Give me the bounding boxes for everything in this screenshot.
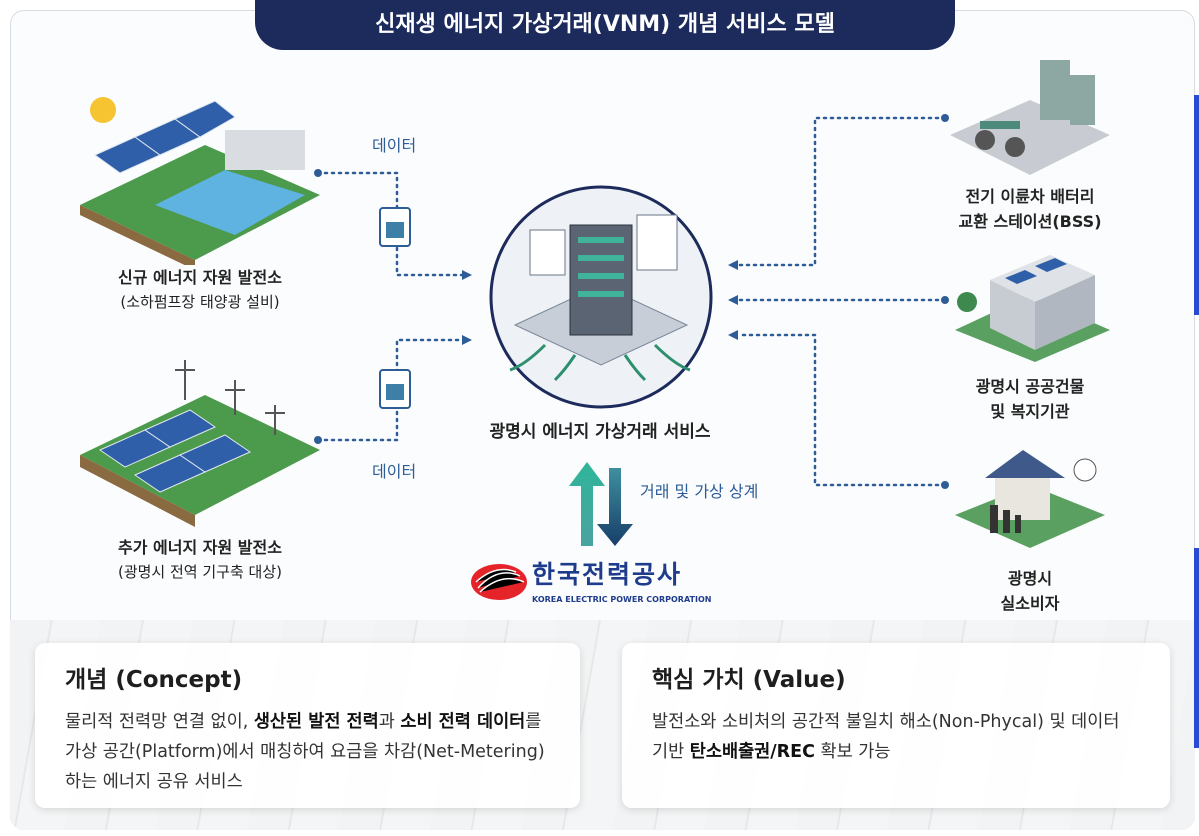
kepco-logo-english: KOREA ELECTRIC POWER CORPORATION <box>532 595 712 604</box>
solar-farm-illustration <box>80 360 320 527</box>
source2-label: 추가 에너지 자원 발전소(광명시 전역 기구축 대상) <box>117 538 282 581</box>
kepco-logo: 한국전력공사 KOREA ELECTRIC POWER CORPORATION <box>470 560 730 610</box>
house-illustration <box>955 450 1105 548</box>
public-building-illustration <box>955 255 1110 362</box>
platform-server-illustration <box>489 185 713 409</box>
concept-text: 물리적 전력망 연결 없이, 생산된 발전 전력과 소비 전력 데이터를 가상 … <box>65 712 545 792</box>
service-label: 광명시 에너지 가상거래 서비스 <box>489 422 711 442</box>
value-title: 핵심 가치 (Value) <box>652 667 846 693</box>
value-card: 핵심 가치 (Value) 발전소와 소비처의 공간적 불일치 해소(Non-P… <box>622 643 1170 808</box>
source1-label: 신규 에너지 자원 발전소(소하펌프장 태양광 설비) <box>118 268 282 311</box>
bss-station-illustration <box>950 60 1110 175</box>
page-title: 신재생 에너지 가상거래(VNM) 개념 서비스 모델 <box>255 0 955 50</box>
edge-strip <box>1194 95 1199 315</box>
exchange-label: 거래 및 가상 상계 <box>640 482 759 501</box>
document-icon <box>379 207 411 409</box>
edge-strip <box>1194 548 1199 748</box>
solar-pump-station-illustration <box>80 97 320 265</box>
kepco-logo-korean: 한국전력공사 <box>532 560 683 589</box>
data-label: 데이터 <box>372 462 417 481</box>
kepco-logo-mark <box>471 564 527 600</box>
concept-card: 개념 (Concept) 물리적 전력망 연결 없이, 생산된 발전 전력과 소… <box>35 643 580 808</box>
concept-title: 개념 (Concept) <box>65 667 243 693</box>
value-text: 발전소와 소비처의 공간적 불일치 해소(Non-Phycal) 및 데이터 기… <box>652 712 1120 762</box>
data-label: 데이터 <box>372 136 417 155</box>
exchange-arrows-icon <box>569 462 633 546</box>
